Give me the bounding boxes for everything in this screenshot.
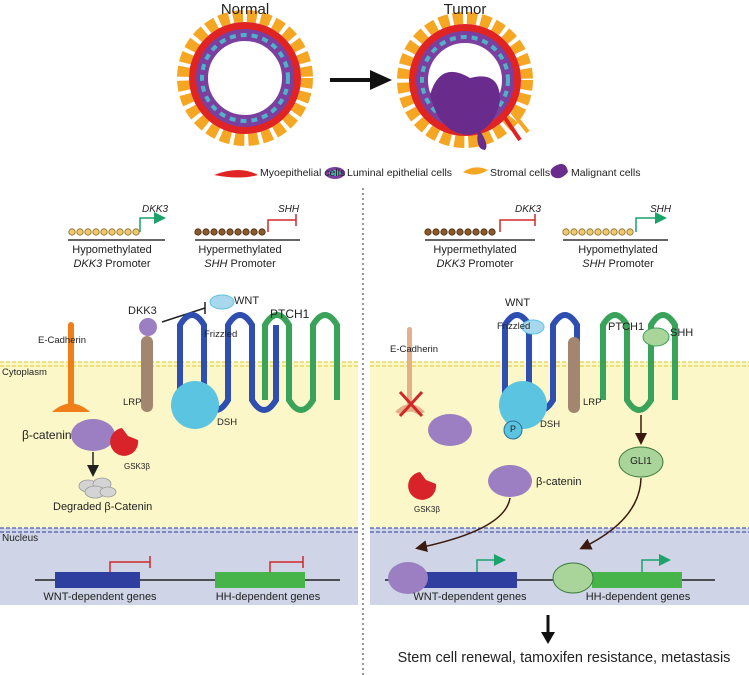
- right-cytoplasm: [370, 362, 749, 527]
- left-dsh-label: DSH: [217, 417, 238, 428]
- right-gli1-label: GLI1: [630, 456, 652, 467]
- right-ecadherin: [407, 327, 412, 412]
- tumor-duct: [397, 12, 533, 150]
- right-gli1: [618, 446, 664, 478]
- right-gsk3b-label: GSK3β: [414, 505, 440, 514]
- left-ptch1-label: PTCH1: [270, 307, 310, 321]
- left-promoter2-line2: SHH Promoter: [204, 258, 276, 270]
- right-promoter1-line1: Hypermethylated: [433, 244, 517, 256]
- right-nuclear-gli1: [552, 562, 594, 594]
- right-pathway: [385, 312, 715, 644]
- left-lrp: [141, 336, 153, 412]
- right-beta-catenin-label: β-catenin: [536, 476, 582, 488]
- promoter-beads: [68, 212, 668, 241]
- left-dkk3: [139, 318, 157, 336]
- right-promoter1-line2: DKK3 Promoter: [436, 258, 514, 270]
- left-gsk3b: [110, 428, 139, 456]
- legend-myoepithelial: Myoepithelial cells: [260, 167, 346, 179]
- right-ecadherin-label: E-Cadherin: [390, 344, 439, 355]
- right-ptch1: [600, 312, 678, 413]
- right-hh-genes-label: HH-dependent genes: [585, 591, 691, 603]
- right-wnt-label: WNT: [505, 297, 531, 309]
- normal-duct: [177, 10, 313, 146]
- malignant-legend-icon: [550, 164, 568, 179]
- right-shh: [642, 327, 670, 347]
- right-wnt-gene-box: [410, 572, 517, 588]
- right-shh-label: SHH: [670, 327, 694, 339]
- right-lrp: [568, 337, 580, 413]
- left-wnt: [209, 294, 235, 310]
- left-wnt-label: WNT: [234, 295, 260, 307]
- normal-label: Normal: [220, 1, 270, 18]
- left-gsk3b-label: GSK3β: [124, 462, 150, 471]
- right-nuclear-beta-catenin: [388, 562, 428, 594]
- left-pathway: [35, 294, 340, 588]
- right-wnt: [521, 319, 545, 335]
- right-gsk3b: [408, 472, 437, 500]
- right-promoter2-line1: Hypomethylated: [578, 244, 658, 256]
- left-beta-catenin: [71, 419, 115, 451]
- right-promoter2-line2: SHH Promoter: [582, 258, 654, 270]
- right-promoter1-gene: DKK3: [515, 204, 542, 215]
- legend-luminal: Luminal epithelial cells: [347, 167, 453, 179]
- right-beta-catenin: [488, 465, 532, 497]
- left-promoter2-gene: SHH: [278, 204, 300, 215]
- right-lrp-label: LRP: [583, 397, 602, 408]
- left-promoter1-line1: Hypomethylated: [72, 244, 152, 256]
- outcome-label: Stem cell renewal, tamoxifen resistance,…: [397, 650, 731, 666]
- phospho-p: [503, 420, 523, 440]
- left-nucleus: [0, 528, 358, 605]
- left-cytoplasm-label: Cytoplasm: [2, 367, 47, 378]
- left-degraded-label: Degraded β-Catenin: [53, 501, 153, 513]
- right-dsh-label: DSH: [540, 419, 561, 430]
- left-frizzled: [177, 312, 279, 413]
- normal-to-tumor-arrow: [330, 70, 392, 90]
- left-nucleus-label: Nucleus: [2, 533, 39, 544]
- right-ptch1-label: PTCH1: [608, 321, 645, 333]
- legend-icons: [214, 164, 568, 179]
- left-beta-catenin-label: β-catenin: [22, 428, 72, 442]
- myoepithelial-legend-icon: [214, 170, 258, 178]
- left-frizzled-label: Frizzled: [204, 329, 238, 340]
- left-dsh: [171, 381, 219, 429]
- legend-malignant: Malignant cells: [571, 167, 641, 179]
- right-promoter2-gene: SHH: [650, 204, 672, 215]
- left-ecadherin: [68, 322, 74, 412]
- right-hh-gene-box: [592, 572, 682, 588]
- left-dkk3-label: DKK3: [128, 305, 157, 317]
- left-ecadherin-label: E-Cadherin: [38, 335, 87, 346]
- left-ptch1: [262, 312, 340, 413]
- right-wnt-genes-label: WNT-dependent genes: [413, 591, 527, 603]
- tumor-label: Tumor: [443, 1, 487, 18]
- left-hh-gene-box: [215, 572, 305, 588]
- left-wnt-genes-label: WNT-dependent genes: [43, 591, 157, 603]
- right-p-label: P: [509, 424, 517, 434]
- left-promoter1-gene: DKK3: [142, 204, 169, 215]
- left-wnt-gene-box: [55, 572, 140, 588]
- left-lrp-label: LRP: [123, 397, 142, 408]
- degraded-beta-catenin: [78, 477, 117, 499]
- x-mark-icon: [398, 390, 424, 418]
- left-hh-genes-label: HH-dependent genes: [215, 591, 321, 603]
- left-promoter2-line1: Hypermethylated: [198, 244, 282, 256]
- right-beta-catenin-free: [428, 414, 472, 446]
- legend-stromal: Stromal cells: [490, 167, 551, 179]
- stromal-legend-icon: [463, 167, 488, 175]
- right-frizzled-label: Frizzled: [497, 321, 531, 332]
- left-promoter1-line2: DKK3 Promoter: [73, 258, 151, 270]
- right-dsh: [499, 381, 547, 429]
